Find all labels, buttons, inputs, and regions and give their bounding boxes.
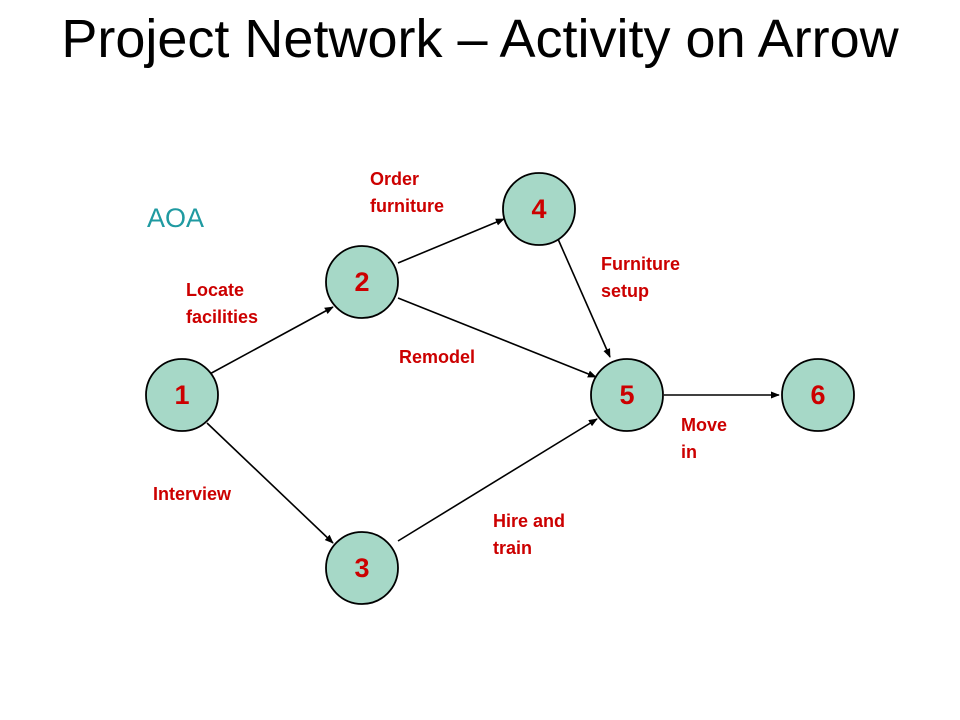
- edge-3-5: [397, 418, 598, 542]
- aoa-tag: AOA: [147, 203, 205, 233]
- node-6-label: 6: [810, 380, 825, 410]
- activity-label-order-furniture: Order furniture: [370, 169, 444, 216]
- node-1-label: 1: [174, 380, 189, 410]
- node-6: 6: [781, 358, 855, 432]
- edge-1-3: [206, 422, 334, 544]
- node-5: 5: [590, 358, 664, 432]
- activity-label-remodel: Remodel: [399, 347, 476, 367]
- activity-label-move-in: Move in: [681, 415, 728, 462]
- node-2-label: 2: [354, 267, 369, 297]
- edge-4-5: [557, 238, 611, 358]
- activity-label-hire-and-train: Hire and train: [493, 511, 566, 558]
- node-4: 4: [502, 172, 576, 246]
- node-2: 2: [325, 245, 399, 319]
- activity-label-interview: Interview: [153, 484, 232, 504]
- edge-2-4: [397, 218, 505, 264]
- node-1: 1: [145, 358, 219, 432]
- node-4-label: 4: [531, 194, 546, 224]
- node-3-label: 3: [354, 553, 369, 583]
- edge-2-5: [397, 297, 597, 378]
- activity-label-locate-facilities: Locate facilities: [186, 280, 259, 327]
- node-5-label: 5: [619, 380, 634, 410]
- node-3: 3: [325, 531, 399, 605]
- page-title: Project Network – Activity on Arrow: [61, 9, 899, 69]
- activity-label-furniture-setup: Furniture setup: [601, 254, 680, 301]
- edge-1-2: [205, 306, 334, 377]
